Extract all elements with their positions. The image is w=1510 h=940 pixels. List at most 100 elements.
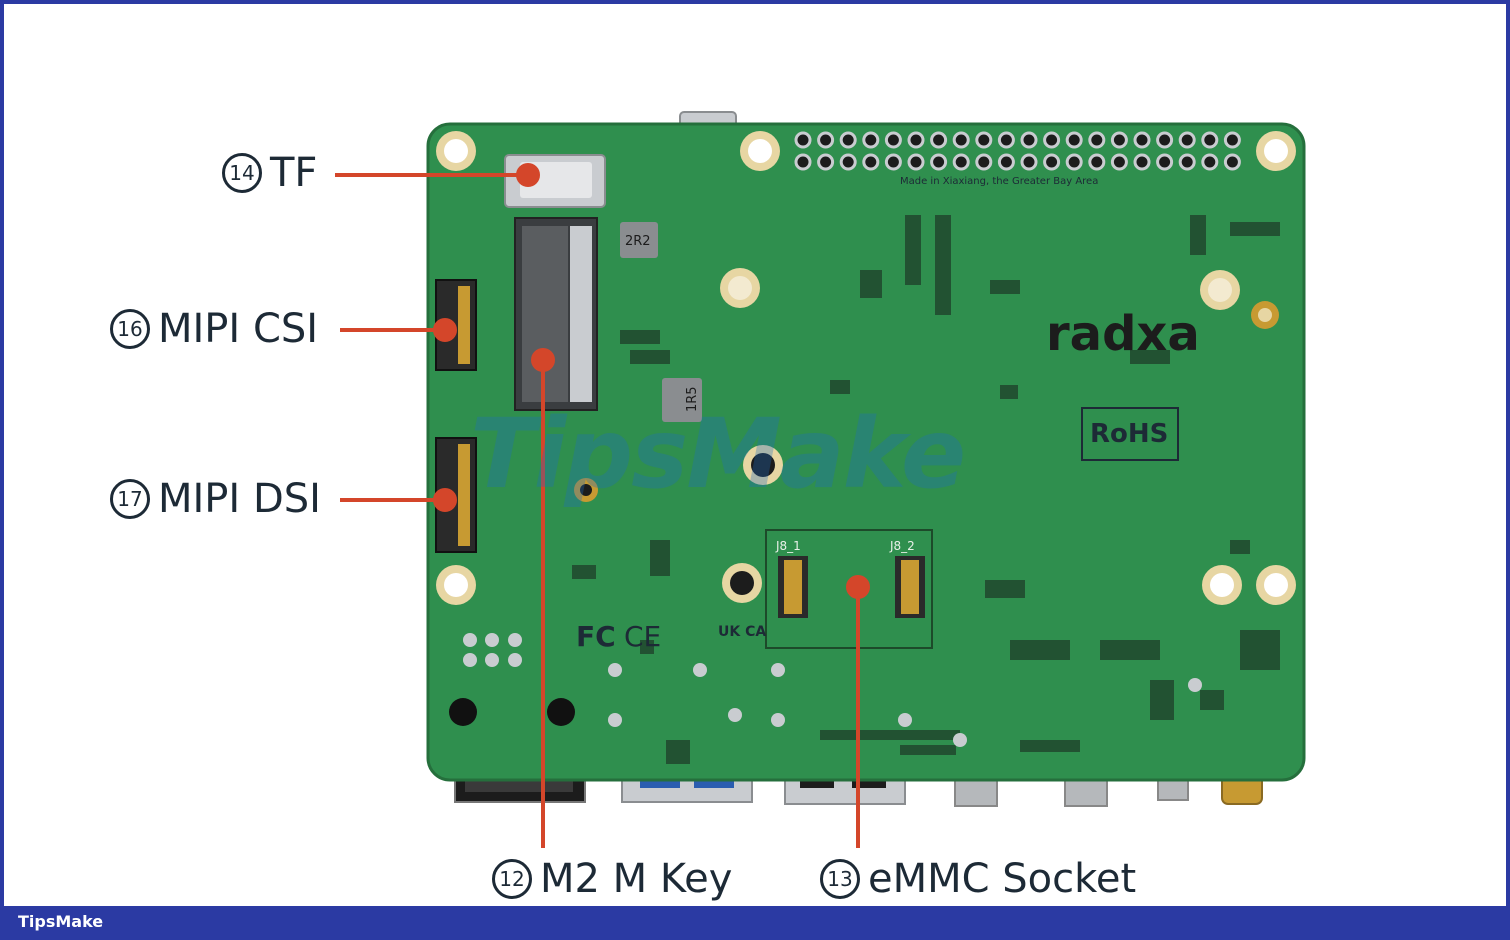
smd-component	[650, 540, 670, 576]
via	[728, 708, 742, 722]
gpio-pin	[884, 153, 902, 171]
footer-bar: TipsMake	[0, 906, 1510, 940]
emmc-socket	[765, 529, 933, 649]
gpio-pin	[907, 153, 925, 171]
smd-component	[1000, 385, 1018, 399]
cert-fc: FC	[576, 620, 616, 653]
smd-component	[985, 580, 1025, 598]
smd-component	[1230, 222, 1280, 236]
gpio-pin	[997, 131, 1015, 149]
gpio-pin	[817, 131, 835, 149]
rohs-box	[1081, 407, 1179, 461]
smd-component	[820, 730, 960, 740]
smd-component	[1100, 640, 1160, 660]
gpio-pin	[1110, 131, 1128, 149]
gpio-pin	[997, 153, 1015, 171]
mounting-holes	[436, 131, 1296, 605]
via	[508, 653, 522, 667]
smd-component	[630, 350, 670, 364]
gpio-pin	[952, 153, 970, 171]
smd-component	[1200, 690, 1224, 710]
gpio-pin	[839, 153, 857, 171]
gpio-pin	[1178, 131, 1196, 149]
smd-component	[990, 280, 1020, 294]
inductor-1r5	[662, 378, 702, 422]
label-tf-number: 14	[222, 153, 262, 193]
gpio-pin	[1020, 131, 1038, 149]
label-m2-text: M2 M Key	[540, 856, 733, 902]
smd-component	[620, 330, 660, 344]
smd-component	[1020, 740, 1080, 752]
via	[485, 653, 499, 667]
j8-2-label: J8_2	[889, 539, 915, 553]
label-mipi-dsi-number: 17	[110, 479, 150, 519]
label-mipi-csi-number: 16	[110, 309, 150, 349]
cert-ukca: UK CA	[718, 624, 766, 640]
smd-component	[830, 380, 850, 394]
smd-component	[905, 215, 921, 285]
smd-component	[935, 215, 951, 315]
gpio-pin	[1223, 131, 1241, 149]
smd-component	[572, 565, 596, 579]
inductor-1r5-label: 1R5	[685, 386, 700, 412]
footer-brand: TipsMake	[18, 912, 104, 931]
smd-component	[900, 745, 956, 755]
cert-ce: CE	[624, 620, 661, 653]
gpio-pin	[1178, 153, 1196, 171]
smd-component	[666, 740, 690, 764]
via	[508, 633, 522, 647]
gpio-pin	[862, 153, 880, 171]
gpio-pin	[1043, 153, 1061, 171]
standoff	[547, 698, 575, 726]
inductor-2r2	[620, 222, 658, 258]
gpio-pin	[884, 131, 902, 149]
gpio-pin	[862, 131, 880, 149]
gpio-pin	[1020, 153, 1038, 171]
gpio-header	[794, 131, 1241, 171]
via	[608, 713, 622, 727]
via	[898, 713, 912, 727]
gpio-pin	[794, 153, 812, 171]
brand-logo: radxa	[1046, 306, 1200, 362]
gpio-pin	[975, 153, 993, 171]
gpio-pin	[1156, 131, 1174, 149]
smd-component	[1010, 640, 1070, 660]
smd-component	[860, 270, 882, 298]
gpio-pin	[794, 131, 812, 149]
gpio-pin	[1201, 131, 1219, 149]
inductor-2r2-label: 2R2	[625, 234, 651, 249]
via	[1188, 678, 1202, 692]
smd-component	[1150, 680, 1174, 720]
label-mipi-csi-text: MIPI CSI	[158, 306, 319, 352]
label-mipi-dsi-text: MIPI DSI	[158, 476, 321, 522]
gpio-pin	[1156, 153, 1174, 171]
gpio-pin	[907, 131, 925, 149]
label-m2-number: 12	[492, 859, 532, 899]
gpio-pin	[930, 153, 948, 171]
via	[693, 663, 707, 677]
gpio-pin	[1201, 153, 1219, 171]
via	[463, 653, 477, 667]
gpio-pin	[1088, 131, 1106, 149]
gpio-pin	[1133, 131, 1151, 149]
gpio-pin	[1110, 153, 1128, 171]
via	[463, 633, 477, 647]
gpio-pin	[1223, 153, 1241, 171]
via	[608, 663, 622, 677]
watermark: TipsMake	[470, 398, 966, 510]
gpio-pin	[952, 131, 970, 149]
via	[771, 713, 785, 727]
gpio-pin	[1088, 153, 1106, 171]
label-emmc-number: 13	[820, 859, 860, 899]
smd-component	[1130, 350, 1170, 364]
gpio-pin	[1065, 153, 1083, 171]
gpio-pin	[1043, 131, 1061, 149]
gpio-pin	[817, 153, 835, 171]
gpio-pin	[1065, 131, 1083, 149]
pcb-board	[426, 122, 1306, 782]
